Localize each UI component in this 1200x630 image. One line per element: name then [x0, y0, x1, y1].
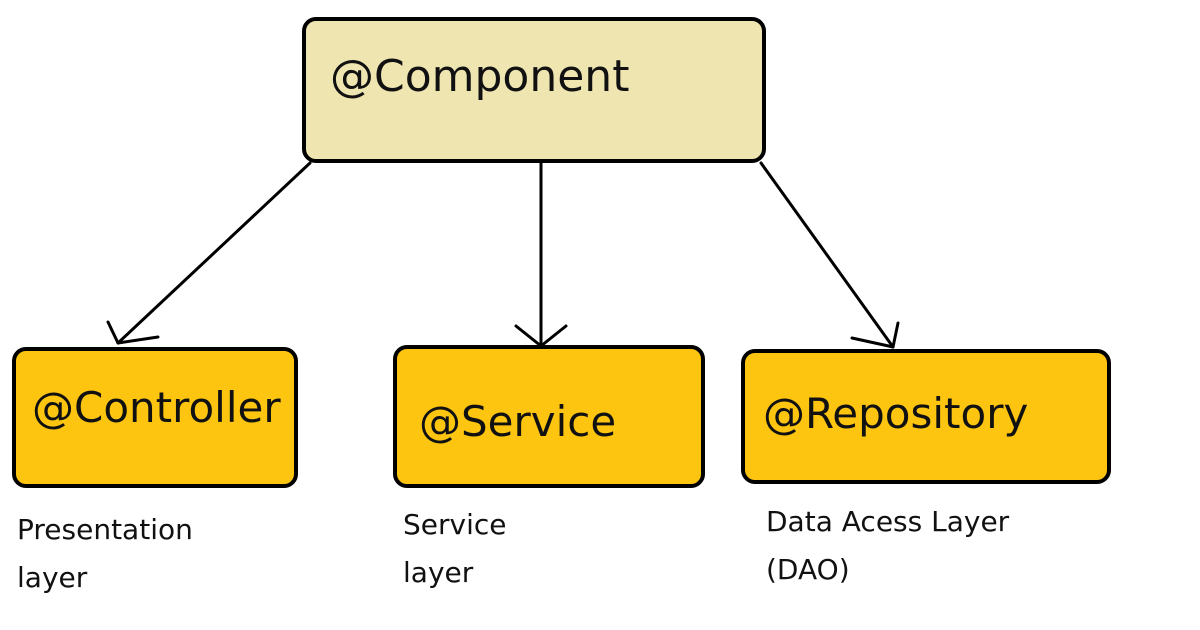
controller-box: @Controller [12, 347, 298, 488]
caption-line: layer [17, 561, 88, 594]
caption-line: Data Acess Layer [766, 505, 1010, 538]
service-box: @Service [393, 345, 705, 488]
caption-line: layer [403, 556, 474, 589]
arrow-component-to-controller [106, 161, 312, 345]
service-layer-caption: Service layer [403, 501, 506, 597]
controller-label: @Controller [32, 383, 281, 432]
repository-label: @Repository [763, 389, 1029, 438]
component-label: @Component [330, 51, 630, 102]
caption-line: Presentation [17, 513, 193, 546]
presentation-layer-caption: Presentation layer [17, 506, 193, 602]
caption-line: Service [403, 508, 507, 541]
service-label: @Service [419, 397, 617, 446]
component-box: @Component [302, 17, 766, 163]
repository-box: @Repository [741, 349, 1111, 484]
arrow-component-to-repository [759, 161, 900, 349]
data-access-layer-caption: Data Acess Layer (DAO) [766, 498, 1009, 594]
caption-line: (DAO) [766, 553, 850, 586]
arrow-component-to-service [514, 161, 568, 348]
